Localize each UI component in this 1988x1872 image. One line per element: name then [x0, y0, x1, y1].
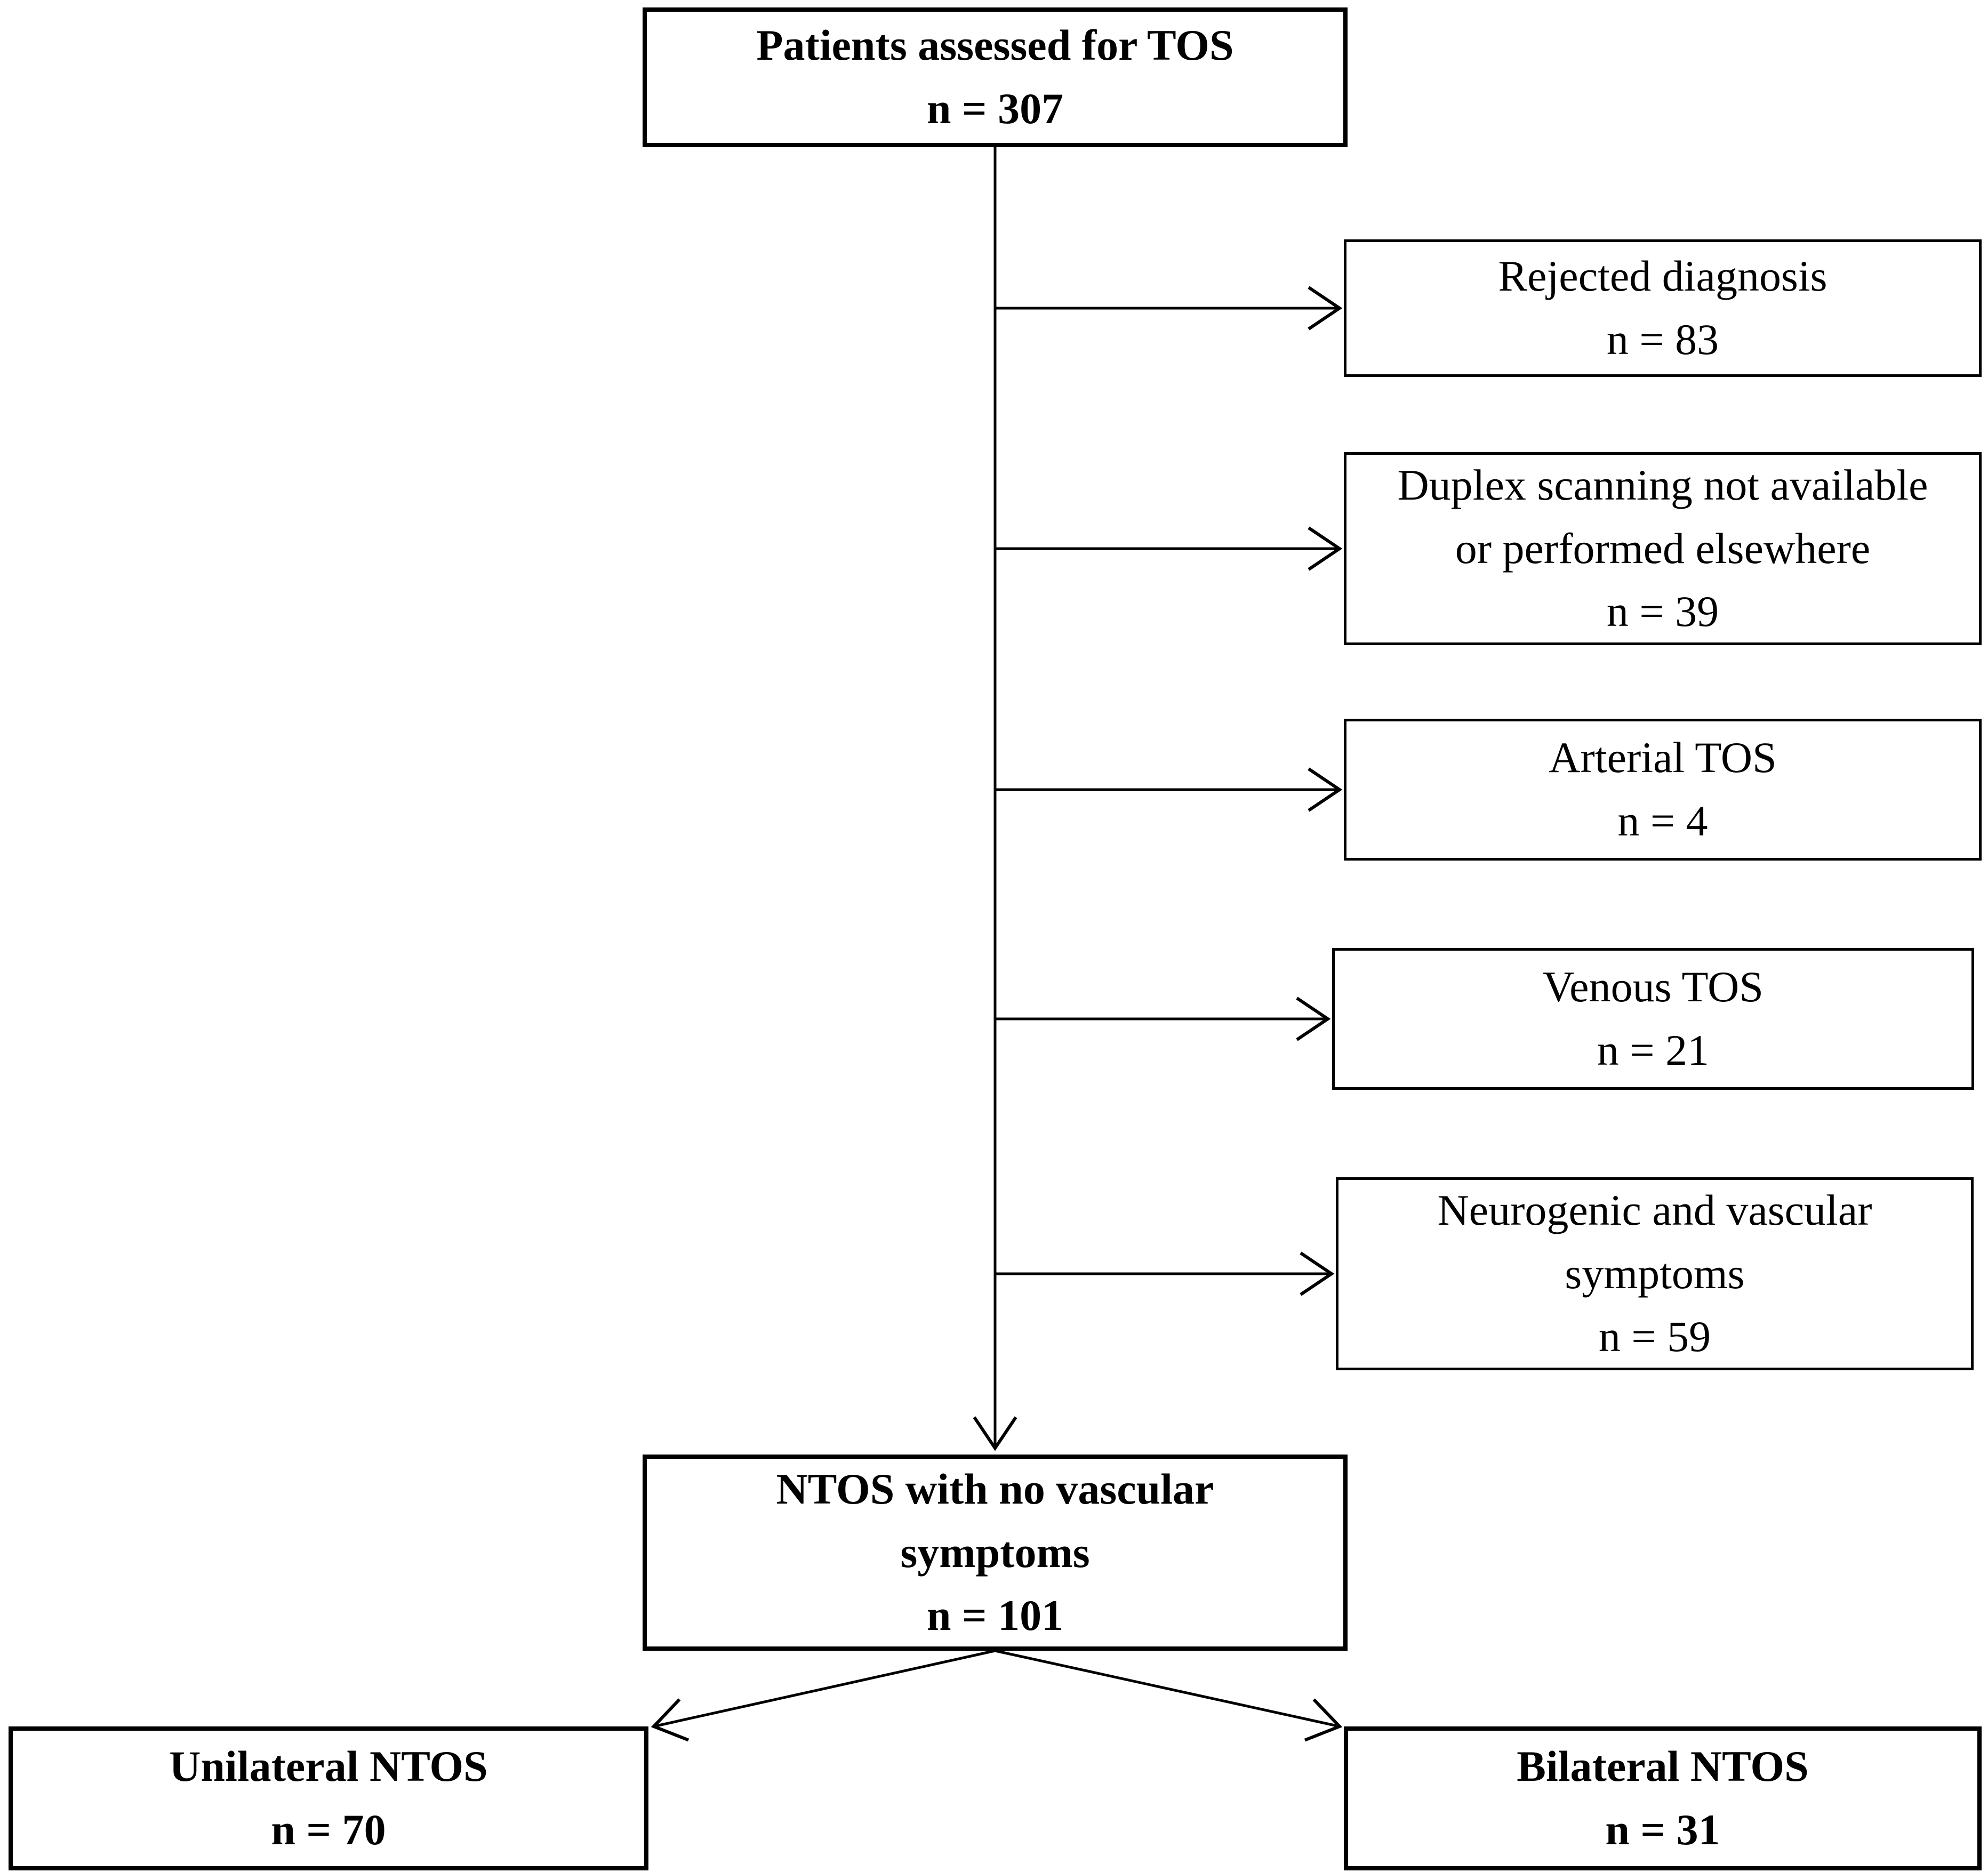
node-count: n = 4 — [1617, 797, 1708, 845]
node-count: n = 59 — [1598, 1312, 1711, 1361]
node-arterial-tos: Arterial TOS n = 4 — [1344, 719, 1982, 861]
node-label: symptoms — [900, 1528, 1090, 1577]
node-label: Rejected diagnosis — [1498, 252, 1827, 301]
node-count: n = 307 — [926, 84, 1064, 133]
node-label: Unilateral NTOS — [169, 1742, 488, 1791]
node-label: Patients assessed for TOS — [756, 21, 1234, 70]
node-unilateral-ntos: Unilateral NTOS n = 70 — [9, 1726, 648, 1870]
node-label: Neurogenic and vascular — [1437, 1185, 1872, 1234]
node-label: Duplex scanning not available — [1397, 460, 1928, 509]
node-neurogenic-vascular: Neurogenic and vascular symptoms n = 59 — [1336, 1177, 1974, 1370]
node-label: Arterial TOS — [1549, 733, 1777, 782]
node-bilateral-ntos: Bilateral NTOS n = 31 — [1344, 1726, 1982, 1870]
node-label: or performed elsewhere — [1455, 524, 1871, 573]
connector-diagonal-unilateral — [651, 1649, 996, 1742]
node-patients-assessed: Patients assessed for TOS n = 307 — [643, 7, 1348, 147]
node-label: Venous TOS — [1543, 962, 1763, 1011]
node-count: n = 21 — [1597, 1026, 1710, 1074]
node-label: Bilateral NTOS — [1517, 1742, 1809, 1791]
node-count: n = 31 — [1605, 1805, 1720, 1854]
node-count: n = 83 — [1606, 315, 1719, 364]
node-ntos-no-vascular: NTOS with no vascular symptoms n = 101 — [643, 1455, 1348, 1651]
node-count: n = 101 — [926, 1591, 1064, 1640]
node-label: symptoms — [1565, 1249, 1745, 1298]
connector-diagonal-bilateral — [995, 1649, 1343, 1742]
node-count: n = 39 — [1606, 587, 1719, 636]
node-count: n = 70 — [271, 1805, 386, 1854]
node-duplex-scanning: Duplex scanning not available or perform… — [1344, 452, 1982, 645]
node-venous-tos: Venous TOS n = 21 — [1332, 948, 1974, 1090]
node-rejected-diagnosis: Rejected diagnosis n = 83 — [1344, 239, 1982, 377]
node-label: NTOS with no vascular — [776, 1464, 1214, 1513]
